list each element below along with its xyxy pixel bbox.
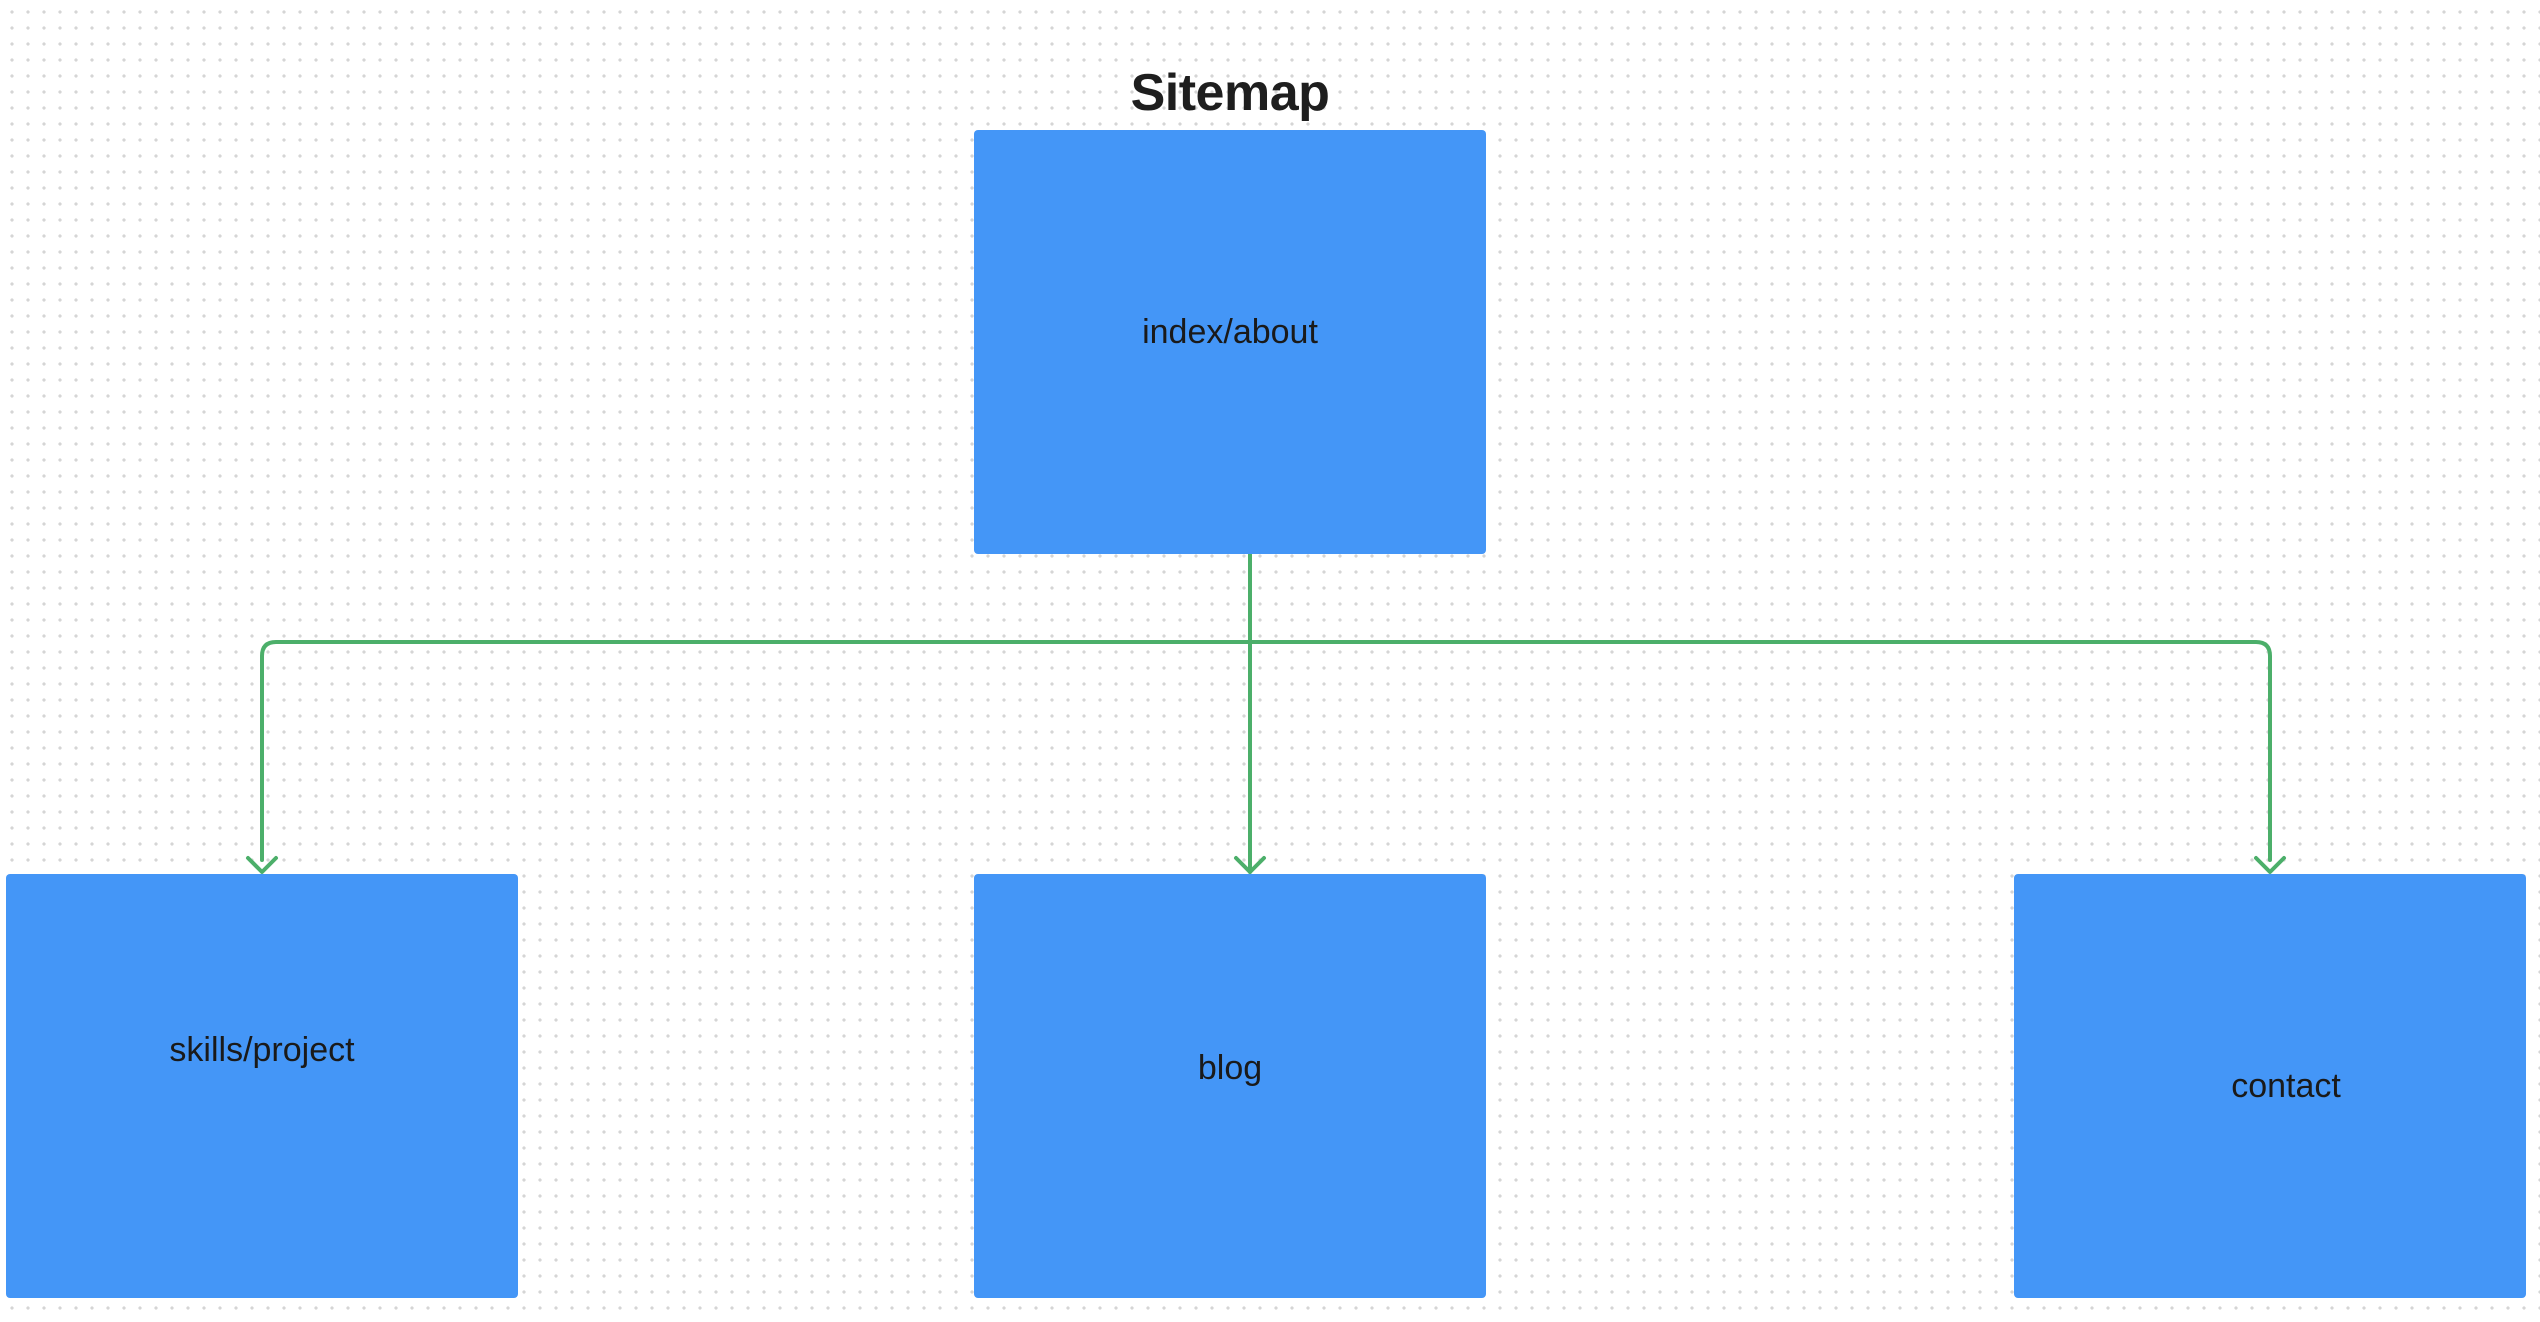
connector-bus [260, 640, 2272, 862]
node-contact[interactable]: contact [2014, 874, 2526, 1298]
node-blog[interactable]: blog [974, 874, 1486, 1298]
node-label: contact [2231, 1066, 2341, 1105]
arrowhead-blog [1234, 856, 1266, 874]
arrowhead-contact [2254, 856, 2286, 874]
node-label: blog [1197, 1048, 1263, 1087]
arrowhead-skills [246, 856, 278, 874]
node-label: skills/project [169, 1030, 355, 1069]
node-label: index/about [1142, 312, 1318, 351]
diagram-title: Sitemap [1130, 63, 1330, 122]
node-skills-project[interactable]: skills/project [6, 874, 518, 1298]
node-index-about[interactable]: index/about [974, 130, 1486, 554]
